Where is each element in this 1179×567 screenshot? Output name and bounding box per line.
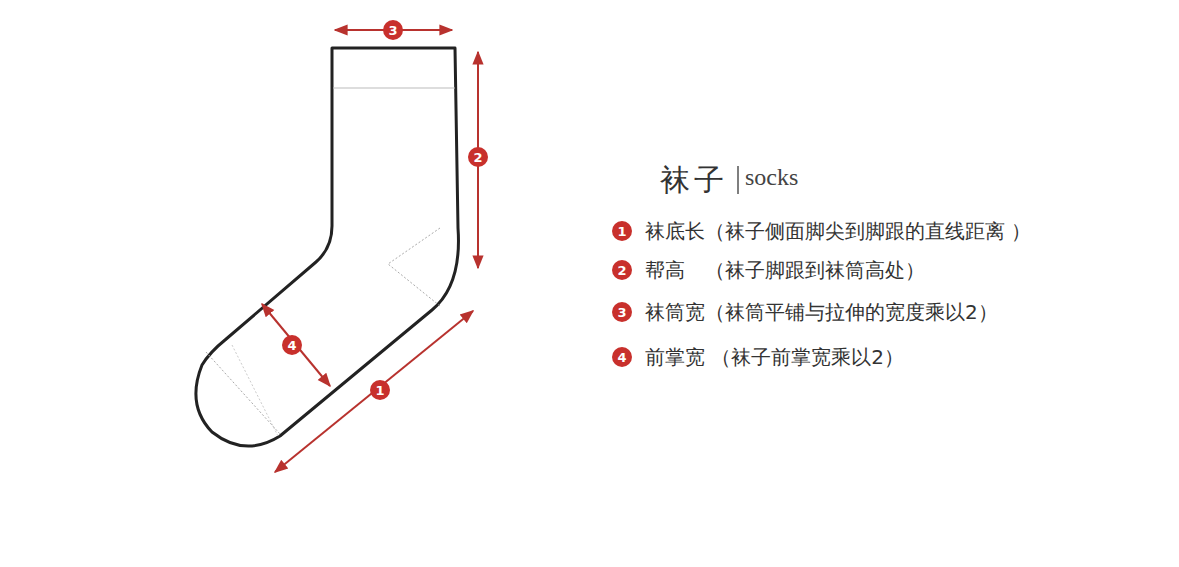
title-subtitle: socks bbox=[745, 164, 798, 191]
title-divider bbox=[737, 166, 739, 194]
callout-number: 4 bbox=[612, 347, 632, 367]
dimension-description: 帮高 （袜子脚跟到袜筒高处） bbox=[645, 257, 925, 284]
dimension-arrow bbox=[262, 304, 330, 386]
callout-number: 3 bbox=[383, 20, 403, 40]
heel-patch bbox=[388, 228, 440, 306]
toe-patch bbox=[232, 345, 278, 436]
cuff-line bbox=[333, 88, 455, 89]
dimension-description: 袜底长（袜子侧面脚尖到脚跟的直线距离 ） bbox=[645, 218, 1031, 245]
toe-patch bbox=[206, 352, 280, 434]
callout-number: 2 bbox=[468, 147, 488, 167]
callout-number: 4 bbox=[282, 335, 302, 355]
sock-outline bbox=[196, 48, 459, 446]
diagram-title: 袜子 bbox=[660, 160, 728, 201]
callout-number: 2 bbox=[612, 260, 632, 280]
dimension-description: 前掌宽 （袜子前掌宽乘以2） bbox=[645, 344, 904, 371]
callout-number: 3 bbox=[612, 302, 632, 322]
dimension-arrow bbox=[275, 311, 473, 472]
callout-number: 1 bbox=[370, 380, 390, 400]
callout-number: 1 bbox=[612, 221, 632, 241]
dimension-description: 袜筒宽（袜筒平铺与拉伸的宽度乘以2） bbox=[645, 299, 998, 326]
